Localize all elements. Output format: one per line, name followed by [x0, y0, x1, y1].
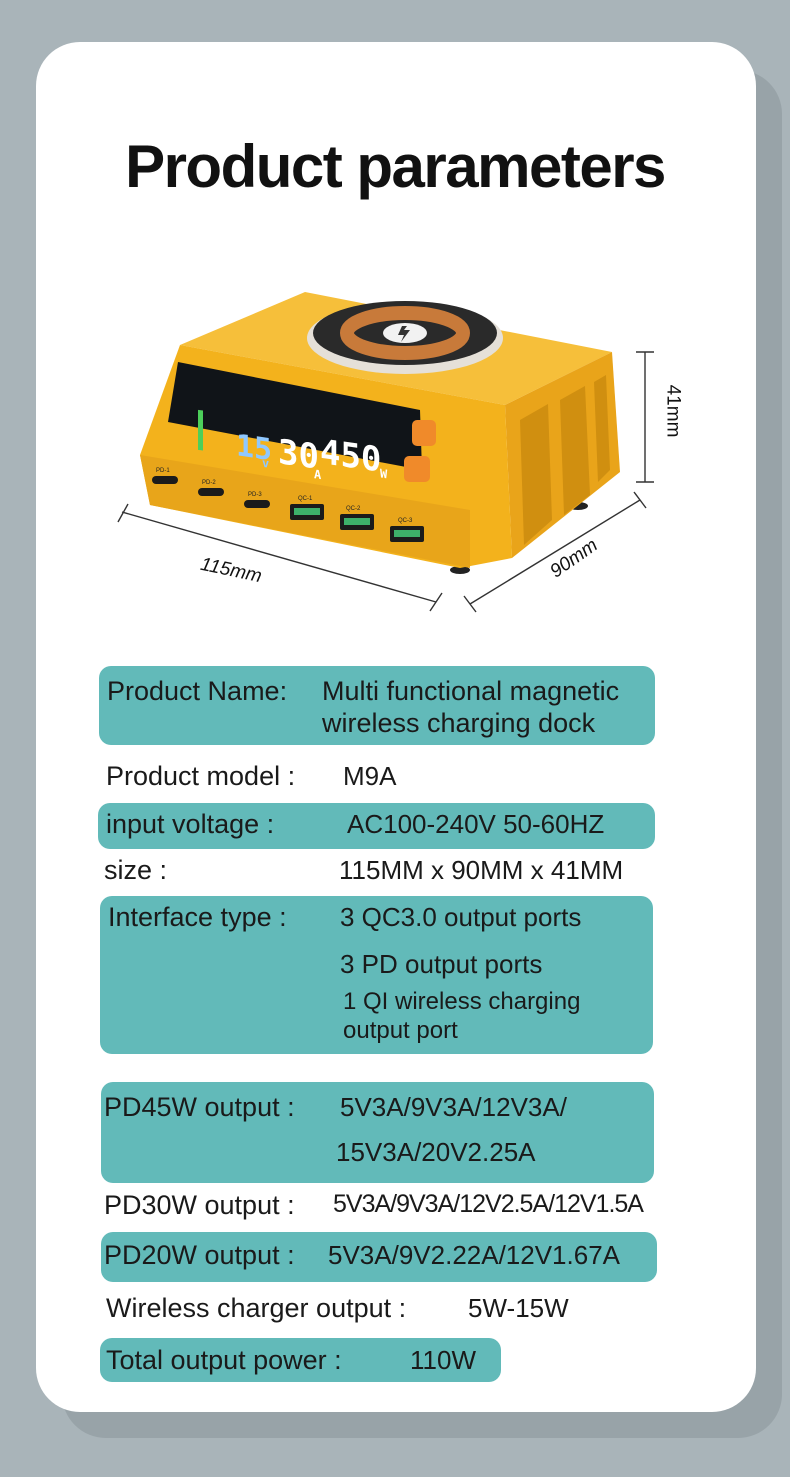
pd45w-label: PD45W output :: [104, 1092, 295, 1122]
page-title: Product parameters: [125, 133, 666, 200]
interface-line-3: 1 QI wireless charging: [343, 988, 581, 1015]
interface-line-1: 3 QC3.0 output ports: [340, 902, 582, 932]
product-model-label: Product model :: [106, 761, 296, 791]
product-name-value-1: Multi functional magnetic: [322, 676, 620, 706]
usb-c-port-1: [152, 476, 178, 484]
pd20w-value: 5V3A/9V2.22A/12V1.67A: [328, 1240, 621, 1270]
band-interface-type: [100, 896, 653, 1054]
interface-line-4: output port: [343, 1017, 458, 1044]
display-current: 30: [278, 432, 319, 478]
up-button: [412, 420, 436, 446]
dimension-lines: [117, 351, 654, 613]
svg-text:PD-1: PD-1: [156, 468, 170, 474]
interface-type-label: Interface type :: [108, 902, 287, 932]
svg-text:QC-2: QC-2: [346, 506, 361, 512]
display-power: 450: [320, 432, 381, 480]
pd20w-label: PD20W output :: [104, 1240, 295, 1270]
pd45w-line-2: 15V3A/20V2.25A: [336, 1137, 536, 1167]
svg-text:QC-3: QC-3: [398, 518, 413, 524]
product-name-value-2: wireless charging dock: [322, 708, 596, 738]
pd45w-line-1: 5V3A/9V3A/12V3A/: [340, 1092, 567, 1122]
total-output-value: 110W: [410, 1345, 476, 1375]
height-dimension: 41mm: [662, 384, 684, 438]
usb-c-port-2: [198, 488, 224, 496]
display-voltage: 15: [236, 428, 272, 468]
svg-text:QC-1: QC-1: [298, 496, 313, 502]
band-pd20w: [101, 1232, 657, 1282]
wireless-output-value: 5W-15W: [468, 1293, 569, 1323]
product-model-value: M9A: [343, 761, 397, 791]
lightning-icon: [398, 326, 410, 342]
charging-dock-illustration: 15 v 30 A 450 W PD-1 PD-2 PD-3 QC-1 QC-2…: [117, 292, 654, 613]
svg-text:PD-2: PD-2: [202, 480, 216, 486]
svg-text:v: v: [262, 456, 269, 471]
interface-line-2: 3 PD output ports: [340, 949, 543, 979]
usb-c-port-3: [244, 500, 270, 508]
wireless-output-label: Wireless charger output :: [106, 1293, 407, 1323]
svg-text:A: A: [314, 467, 322, 482]
svg-text:W: W: [380, 466, 388, 481]
size-value: 115MM x 90MM x 41MM: [339, 855, 624, 885]
band-pd45w: [101, 1082, 654, 1183]
band-input-voltage: [98, 803, 655, 849]
pd30w-value: 5V3A/9V3A/12V2.5A/12V1.5A: [333, 1190, 644, 1218]
input-voltage-label: input voltage :: [106, 809, 275, 839]
svg-text:PD-3: PD-3: [248, 492, 262, 498]
band-total: [100, 1338, 501, 1382]
confirm-button: [404, 456, 430, 482]
size-label: size :: [104, 855, 168, 885]
pd30w-label: PD30W output :: [104, 1190, 295, 1220]
band-product-name: [99, 666, 655, 745]
total-output-label: Total output power :: [106, 1345, 342, 1375]
input-voltage-value: AC100-240V 50-60HZ: [347, 809, 605, 839]
product-name-label: Product Name:: [107, 676, 288, 706]
